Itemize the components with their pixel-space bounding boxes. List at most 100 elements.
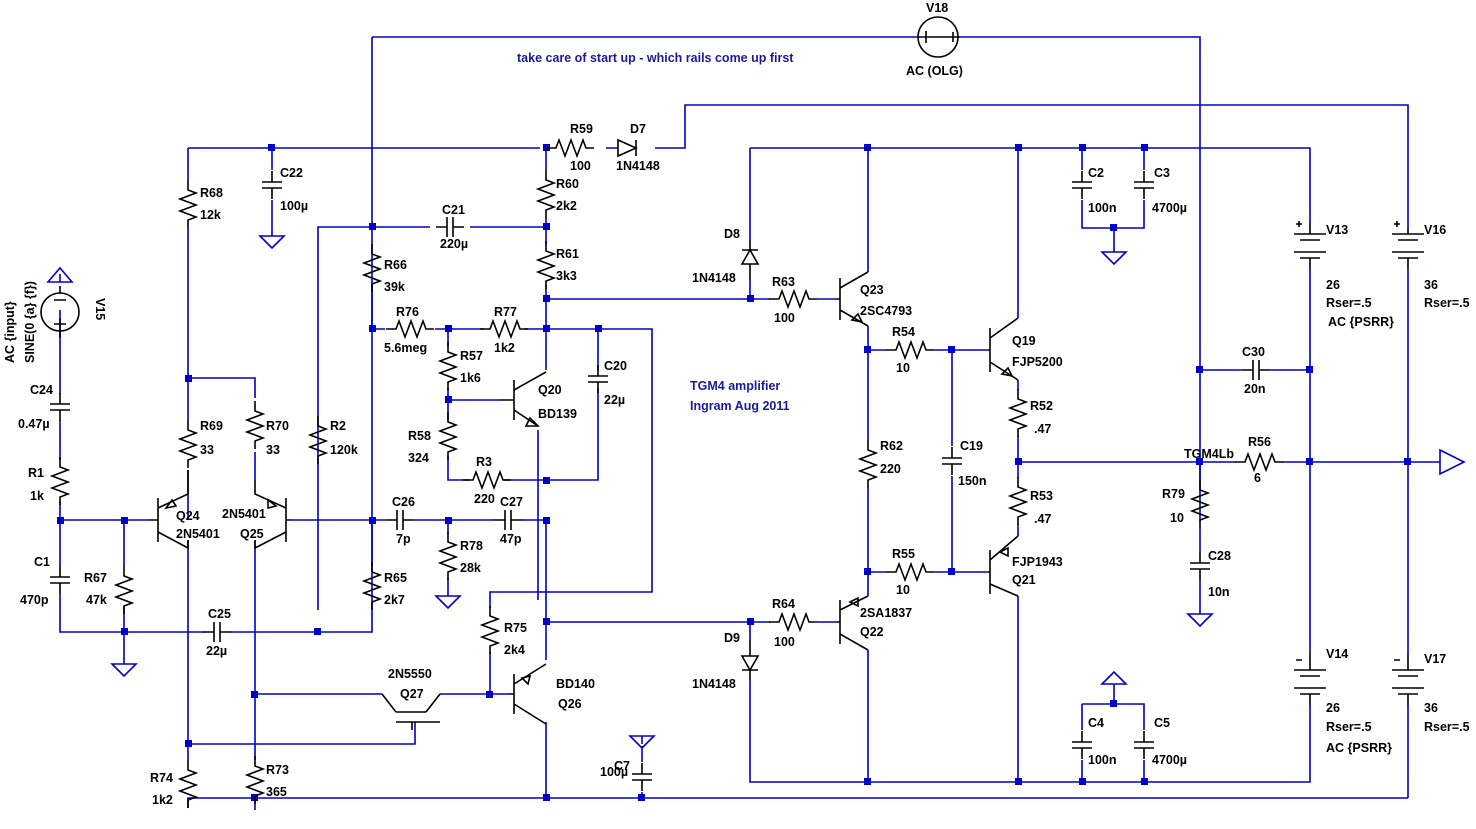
d7-name: D7 <box>630 122 646 136</box>
c26-value: 7p <box>396 532 411 546</box>
resistor-r69 <box>179 419 197 469</box>
q24-value: 2N5401 <box>176 527 220 541</box>
r55-value: 10 <box>896 583 910 597</box>
capacitor-c5 <box>1133 730 1155 760</box>
r78-value: 28k <box>460 561 481 575</box>
c5-name: C5 <box>1154 716 1170 730</box>
transistor-q26 <box>508 663 547 725</box>
v13-value: 26 <box>1326 278 1340 292</box>
c4-name: C4 <box>1088 716 1104 730</box>
c21-value: 220µ <box>440 237 468 251</box>
transistor-q20 <box>500 371 547 427</box>
capacitor-c22 <box>261 170 283 200</box>
transistor-q24-arrow <box>164 498 178 510</box>
r60-value: 2k2 <box>556 199 577 213</box>
transistor-q22-arrow <box>848 596 859 608</box>
r74-value: 1k2 <box>152 793 173 807</box>
resistor-r77 <box>479 320 529 338</box>
r52-value: .47 <box>1034 422 1051 436</box>
r77-name: R77 <box>494 305 517 319</box>
ground-symbol <box>1100 670 1128 688</box>
c5-value: 4700µ <box>1152 753 1187 767</box>
diode-d8 <box>740 240 760 280</box>
c22-value: 100µ <box>280 199 308 213</box>
r75-name: R75 <box>504 621 527 635</box>
r1-name: R1 <box>28 466 44 480</box>
r68-value: 12k <box>200 208 221 222</box>
c4-value: 100n <box>1088 753 1117 767</box>
r57-name: R57 <box>460 349 483 363</box>
r70-name: R70 <box>266 419 289 433</box>
resistor-r55 <box>885 563 935 581</box>
capacitor-c28 <box>1189 551 1211 581</box>
r61-name: R61 <box>556 247 579 261</box>
capacitor-c1 <box>49 565 71 595</box>
r56-value: 6 <box>1254 471 1261 485</box>
transistor-q25 <box>254 480 290 550</box>
transistor-q21 <box>988 535 1019 597</box>
q26-value: BD140 <box>556 677 595 691</box>
r67-name: R67 <box>84 571 107 585</box>
capacitor-c24 <box>49 392 71 422</box>
capacitor-c7 <box>631 762 653 792</box>
capacitor-c25 <box>202 621 232 643</box>
v16-name: V16 <box>1424 223 1446 237</box>
q27-value: 2N5550 <box>388 667 432 681</box>
resistor-r3 <box>462 471 512 489</box>
capacitor-c27 <box>493 509 523 531</box>
resistor-r70 <box>246 400 264 450</box>
r77-value: 1k2 <box>494 341 515 355</box>
battery-v17 <box>1391 654 1425 706</box>
resistor-r67 <box>115 565 133 615</box>
transistor-q19-arrow <box>1000 366 1014 378</box>
d8-value: 1N4148 <box>692 271 736 285</box>
capacitor-c21 <box>435 216 465 238</box>
design-date: Ingram Aug 2011 <box>690 399 790 413</box>
c1-name: C1 <box>34 555 50 569</box>
r59-name: R59 <box>570 122 593 136</box>
c20-name: C20 <box>604 359 627 373</box>
r65-value: 2k7 <box>384 593 405 607</box>
capacitor-c19 <box>941 446 963 476</box>
ground-symbol <box>435 591 461 609</box>
r62-name: R62 <box>880 439 903 453</box>
r54-name: R54 <box>892 325 915 339</box>
r64-name: R64 <box>772 597 795 611</box>
r3-value: 220 <box>474 492 495 506</box>
r66-value: 39k <box>384 280 405 294</box>
transistor-q19 <box>988 317 1019 381</box>
resistor-r76 <box>385 320 435 338</box>
d8-name: D8 <box>724 227 740 241</box>
r1-value: 1k <box>30 489 44 503</box>
transistor-q23-arrow <box>850 312 864 324</box>
v15-line2: AC {input} <box>3 301 17 363</box>
c2-name: C2 <box>1088 166 1104 180</box>
battery-v13 <box>1293 221 1327 270</box>
q20-name: Q20 <box>538 383 562 397</box>
resistor-r57 <box>439 341 457 391</box>
transistor-q27 <box>381 693 441 730</box>
r76-value: 5.6meg <box>384 341 427 355</box>
r66-name: R66 <box>384 258 407 272</box>
r58-value: 324 <box>408 451 429 465</box>
resistor-r74 <box>179 759 197 809</box>
q21-name: Q21 <box>1012 573 1036 587</box>
r65-name: R65 <box>384 571 407 585</box>
v13-ac: AC {PSRR} <box>1328 315 1394 329</box>
c22-name: C22 <box>280 166 303 180</box>
v13-name: V13 <box>1326 223 1348 237</box>
v15-line1: SINE(0 {a} {f}) <box>23 281 37 363</box>
v17-value: 36 <box>1424 701 1438 715</box>
junction-dots <box>57 144 1411 801</box>
c30-value: 20n <box>1244 382 1266 396</box>
wiring <box>59 36 1440 810</box>
resistor-r53 <box>1009 476 1027 526</box>
r54-value: 10 <box>896 361 910 375</box>
v14-value: 26 <box>1326 701 1340 715</box>
r73-value: 365 <box>266 785 287 799</box>
c7-name: C7 <box>614 759 630 773</box>
r69-value: 33 <box>200 443 214 457</box>
r74-name: R74 <box>150 771 173 785</box>
voltage-source-v15 <box>40 286 80 338</box>
c2-value: 100n <box>1088 201 1117 215</box>
